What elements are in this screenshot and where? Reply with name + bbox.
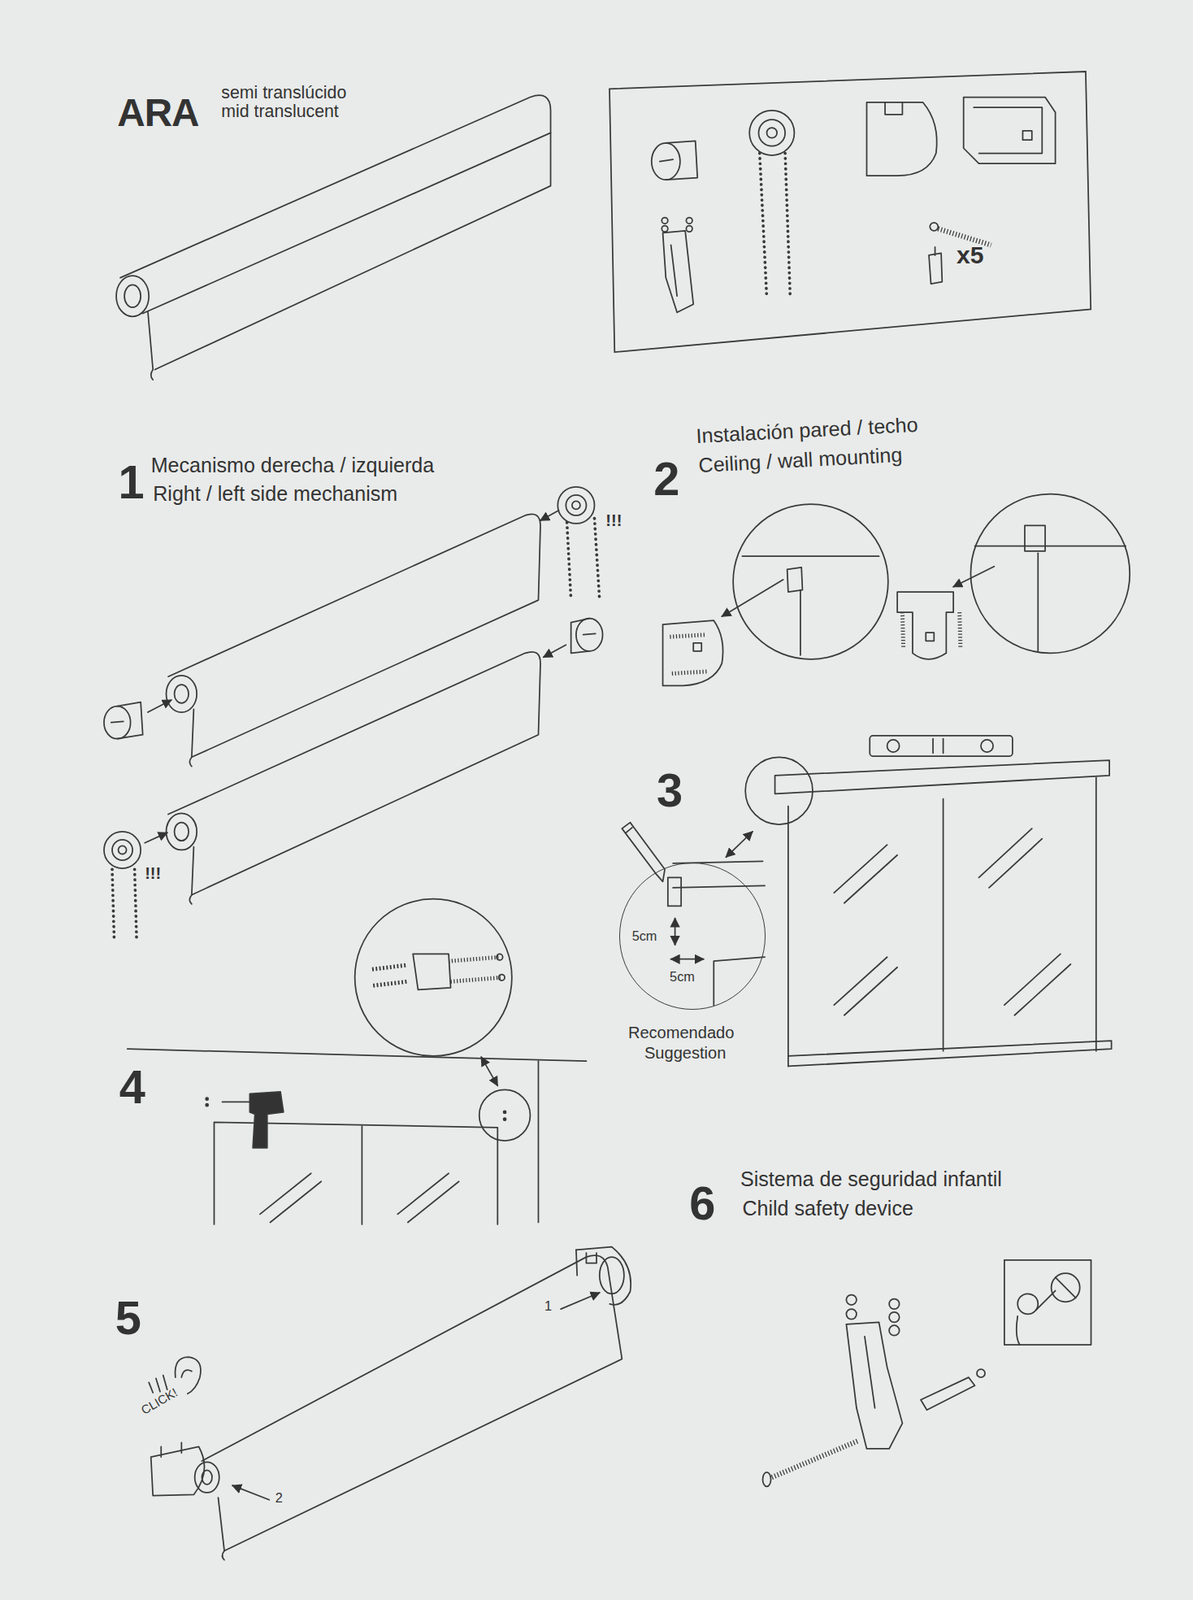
step2-drawing	[663, 494, 1131, 686]
subtitle: mid translucent	[221, 103, 339, 121]
warning-mark: !!!	[605, 511, 622, 529]
quantity-label: x5	[956, 242, 985, 268]
box-border	[609, 71, 1091, 352]
parts	[651, 97, 1056, 313]
step-number: 2	[653, 455, 680, 504]
step-number: 6	[689, 1179, 716, 1228]
parts-box: x5	[609, 71, 1091, 352]
step-number: 5	[115, 1294, 142, 1342]
note: Recomendado	[628, 1023, 735, 1041]
step-heading: Right / left side mechanism	[152, 483, 398, 504]
step-number: 1	[118, 459, 145, 507]
step-heading: Instalación pared / techo	[695, 414, 919, 447]
detail-circle: 5cm 5cm	[619, 862, 767, 1010]
step-heading: Sistema de seguridad infantil	[740, 1168, 1003, 1189]
dimension-label: 5cm	[632, 928, 658, 942]
step-number: 3	[656, 767, 683, 815]
step6-drawing	[763, 1259, 1092, 1487]
roller-blind	[116, 95, 551, 380]
product-title: ARA	[117, 93, 199, 133]
callout-number: 2	[275, 1490, 283, 1504]
note: Suggestion	[644, 1044, 726, 1061]
step5-drawing	[148, 1246, 631, 1560]
warning-mark: !!!	[144, 864, 161, 881]
step-number: 4	[119, 1063, 146, 1111]
box-outline	[609, 71, 1091, 352]
sound-label: CLICK!	[138, 1385, 180, 1416]
step1-drawing	[104, 486, 604, 941]
step3-drawing	[621, 735, 1111, 1067]
step-heading: Mecanismo derecha / izquierda	[151, 455, 435, 476]
step-heading: Ceiling / wall mounting	[698, 443, 903, 475]
subtitle: semi translúcido	[221, 84, 347, 102]
step4-drawing	[127, 898, 587, 1224]
callout-number: 1	[544, 1298, 552, 1312]
dimension-label: 5cm	[669, 969, 695, 983]
step-heading: Child safety device	[741, 1197, 913, 1219]
